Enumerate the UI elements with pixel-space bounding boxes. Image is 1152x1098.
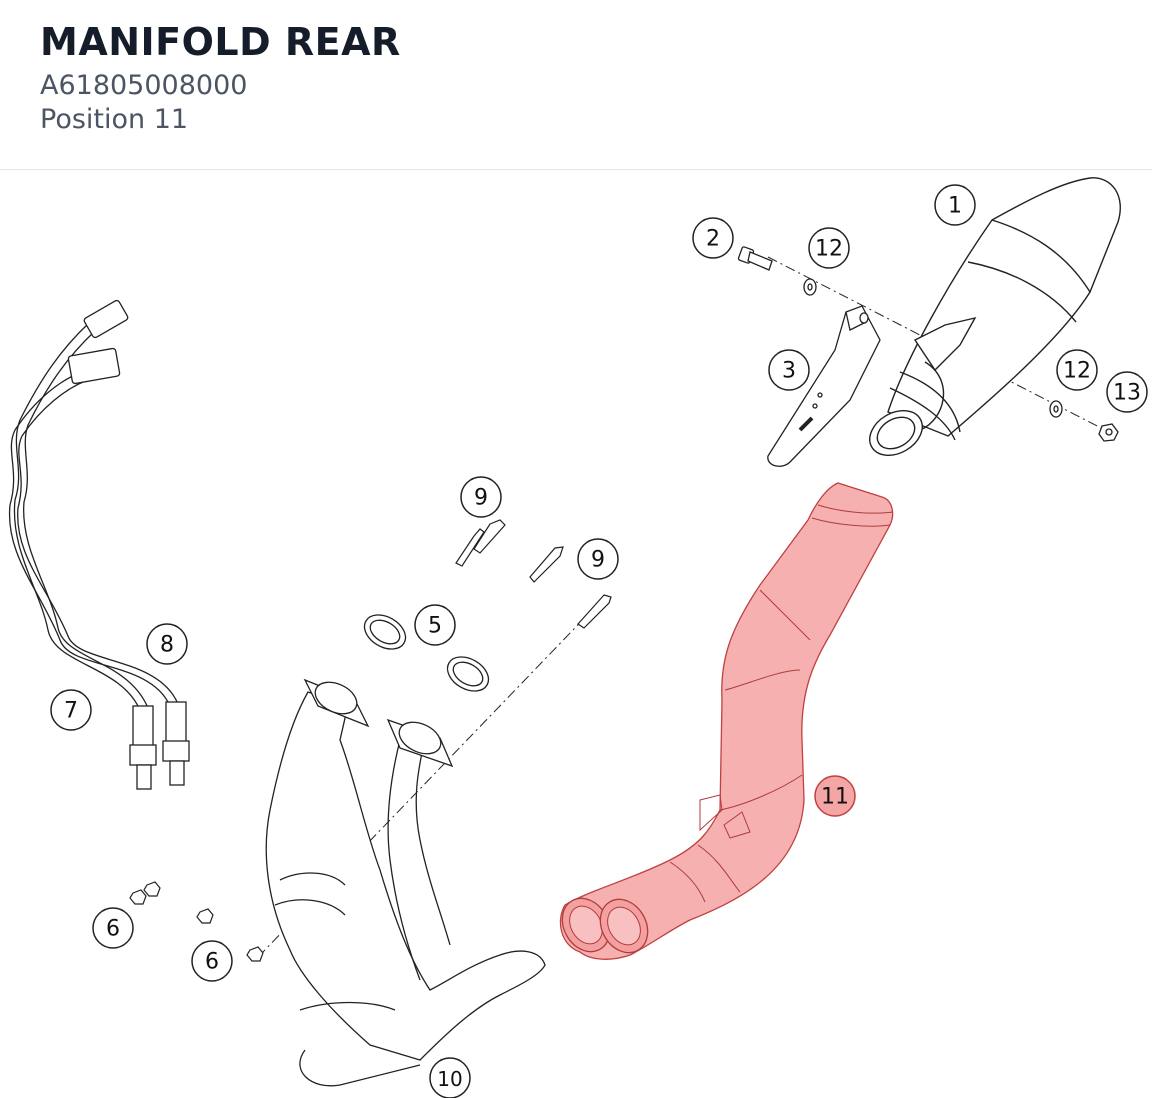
callout-7-label: 7 [64,699,78,724]
callout-9a: 9 [460,476,502,518]
exploded-parts-diagram: 1 2 12 3 12 13 9 9 5 8 7 11 6 6 10 [8,177,1148,1098]
lambda-sensors [8,299,190,790]
page-title: MANIFOLD REAR [40,20,401,64]
callout-7: 7 [50,689,92,731]
callout-6b-label: 6 [205,950,219,975]
fasteners [737,246,1119,442]
callout-8: 8 [146,623,188,665]
callout-5-label: 5 [428,614,442,639]
callout-6a-label: 6 [106,917,120,942]
callout-11: 11 [814,775,856,817]
callout-9b: 9 [577,538,619,580]
callout-12b-label: 12 [1063,359,1091,384]
page-header: MANIFOLD REAR A61805008000 Position 11 [0,0,1152,170]
callout-6b: 6 [191,940,233,982]
callout-9b-label: 9 [591,548,605,573]
callout-11-label: 11 [821,785,849,810]
callout-5: 5 [414,604,456,646]
callout-12b: 12 [1056,349,1098,391]
position-label: Position 11 [40,104,189,135]
silencer-part [869,177,1121,456]
callout-10: 10 [429,1057,471,1098]
callout-10-label: 10 [437,1067,462,1091]
part-number: A61805008000 [40,70,248,101]
callout-13-label: 13 [1113,381,1141,406]
callout-3-label: 3 [782,359,796,384]
callout-12a: 12 [808,227,850,269]
header-pipes-part [265,678,546,1087]
callout-8-label: 8 [160,633,174,658]
bracket-part [767,305,881,467]
callout-13: 13 [1106,371,1148,413]
callout-6a: 6 [92,907,134,949]
studs [455,519,612,629]
callouts: 1 2 12 3 12 13 9 9 5 8 7 11 6 6 10 [50,184,1148,1098]
rear-manifold-part [559,482,894,960]
callout-1: 1 [934,184,976,226]
gaskets [363,614,490,692]
callout-9a-label: 9 [474,486,488,511]
callout-3: 3 [768,349,810,391]
callout-2: 2 [692,217,734,259]
callout-2-label: 2 [706,227,720,252]
callout-12a-label: 12 [815,237,843,262]
nuts [129,881,264,962]
callout-1-label: 1 [948,194,962,219]
